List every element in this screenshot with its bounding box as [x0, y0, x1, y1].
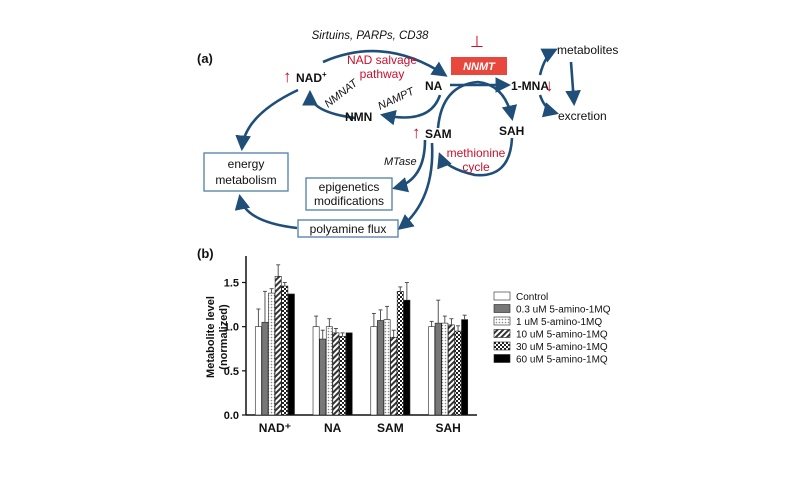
- bar: [261, 321, 269, 416]
- epigenetics-box: [305, 177, 393, 211]
- bar: [441, 322, 449, 416]
- nmn-node: NMN: [345, 110, 372, 124]
- bar: [268, 292, 275, 416]
- y-tick-label: 0.0: [224, 410, 239, 422]
- methionine-line1: methionine: [447, 146, 506, 160]
- bar: [383, 319, 391, 416]
- legend-label: 10 uM 5-amino-1MQ: [516, 330, 608, 341]
- legend-label: 30 uM 5-amino-1MQ: [516, 342, 608, 353]
- legend-label: Control: [516, 292, 548, 303]
- legend-swatch: [493, 291, 511, 301]
- y-axis-title-line1: Metabolite level: [205, 296, 217, 378]
- mna-node: 1-MNA: [511, 79, 549, 93]
- bar: [390, 336, 398, 416]
- bar: [396, 291, 404, 416]
- sah-node: SAH: [499, 124, 524, 138]
- nmnat-label: NMNAT: [322, 77, 361, 111]
- nad-salvage-line2: pathway: [360, 67, 405, 81]
- arrow-mna-to-excretion: [538, 94, 560, 118]
- bar: [345, 332, 353, 416]
- arrow-sam-to-epigenetics: [391, 139, 427, 193]
- energy-box: [203, 152, 289, 192]
- panel-b-label: (b): [197, 246, 214, 261]
- mna-down-arrow: ↓: [545, 76, 554, 95]
- polyamine-box: [297, 219, 399, 238]
- bar: [454, 330, 462, 416]
- bar: [281, 285, 289, 416]
- bar: [339, 336, 346, 416]
- arrow-methionine-cycle-top: [436, 80, 518, 129]
- y-tick-label: 1.5: [224, 278, 239, 290]
- energy-line2: metabolism: [215, 173, 276, 187]
- bar: [254, 326, 262, 416]
- nad-node: NAD+: [296, 70, 327, 85]
- bar: [448, 324, 455, 416]
- bar: [287, 293, 295, 416]
- nampt-label: NAMPT: [376, 85, 417, 113]
- panel-a-label: (a): [197, 51, 213, 66]
- metabolites-node: metabolites: [557, 43, 618, 57]
- y-axis-title-line2: (normalized): [218, 304, 230, 370]
- nnmt-label: NNMT: [463, 61, 496, 73]
- methionine-line2: cycle: [462, 160, 490, 174]
- bar: [428, 326, 436, 416]
- bar: [434, 322, 442, 416]
- bar: [403, 299, 411, 416]
- bar: [370, 326, 378, 416]
- excretion-node: excretion: [558, 109, 607, 123]
- mtase-label: MTase: [384, 156, 417, 168]
- chart-x-labels: NAD⁺ NA SAM SAH: [259, 421, 461, 435]
- arrow-na-to-nmn: [379, 94, 442, 126]
- legend-label: 0.3 uM 5-amino-1MQ: [516, 305, 611, 316]
- na-node: NA: [425, 79, 443, 93]
- nad-salvage-line1: NAD salvage: [347, 53, 417, 67]
- polyamine-label: polyamine flux: [310, 222, 387, 236]
- legend-swatch: [493, 329, 511, 338]
- x-tick-label: SAM: [377, 421, 404, 435]
- x-tick-label: NAD⁺: [259, 421, 291, 435]
- y-tick-label: 1.0: [224, 322, 239, 334]
- sam-node: SAM: [425, 127, 452, 141]
- epigenetics-line2: modifications: [314, 194, 384, 208]
- legend-label: 60 uM 5-amino-1MQ: [516, 355, 608, 366]
- legend-swatch: [493, 316, 511, 326]
- chart-bars: [254, 264, 469, 416]
- arrow-nad-to-na: [322, 49, 448, 77]
- bar: [461, 319, 469, 416]
- arrow-mna-to-metabolites: [538, 48, 558, 76]
- bar: [332, 332, 340, 416]
- arrow-polyamine-to-energy: [234, 193, 298, 230]
- pathway-arrows: [234, 48, 581, 230]
- bar: [312, 326, 320, 416]
- y-tick-label: 0.5: [224, 366, 239, 378]
- panel-b: (b) Metabolite level (normalized) 0.0 0.5…: [197, 246, 611, 435]
- nnmt-box: [451, 57, 507, 75]
- enzymes-label: Sirtuins, PARPs, CD38: [312, 30, 429, 42]
- arrow-metabolites-to-excretion: [565, 61, 581, 107]
- bar: [274, 276, 282, 416]
- x-tick-label: SAH: [435, 421, 460, 435]
- legend-swatch: [493, 341, 511, 351]
- arrow-nmn-to-nad: [302, 89, 356, 120]
- x-tick-label: NA: [324, 421, 342, 435]
- epigenetics-line1: epigenetics: [319, 180, 380, 194]
- bar: [377, 320, 384, 416]
- legend-label: 1 uM 5-amino-1MQ: [516, 317, 602, 328]
- energy-line1: energy: [228, 157, 265, 171]
- legend-swatch: [493, 354, 511, 363]
- bar: [319, 338, 327, 416]
- nnmt-inhibit-symbol: ⊥: [470, 34, 484, 51]
- nad-up-arrow: ↑: [283, 67, 292, 86]
- bar: [325, 326, 333, 416]
- sam-up-arrow: ↑: [412, 123, 421, 142]
- legend-swatch: [493, 304, 511, 313]
- arrow-methionine-cycle-bottom: [437, 137, 514, 177]
- arrow-sam-to-polyamine: [397, 142, 434, 230]
- panel-a: (a) Sirtuins, PARPs, CD38 NAD salvage pa…: [197, 30, 618, 238]
- arrow-nad-to-energy: [235, 88, 299, 152]
